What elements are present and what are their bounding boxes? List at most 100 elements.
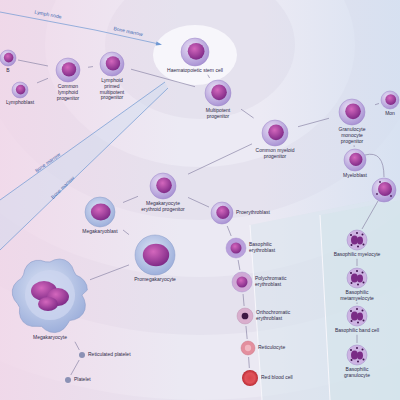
- cell-illustration-part: [363, 282, 365, 284]
- cell-illustration-part: [351, 351, 358, 360]
- cell-nucleus: [378, 182, 392, 196]
- cell-illustration-part: [65, 377, 71, 383]
- lineage-connector: [243, 294, 244, 306]
- cell-illustration: [134, 234, 176, 276]
- cell-label: Basophilic band cell: [333, 328, 381, 334]
- lineage-connector: [248, 357, 250, 368]
- lineage-connector: [123, 230, 129, 235]
- cell-node: Myeloblast: [337, 147, 373, 180]
- cell-illustration: [204, 79, 232, 107]
- cell-node: Common lymphoid progenitor: [48, 56, 88, 102]
- lineage-connector: [375, 103, 379, 104]
- cell-illustration-part: [350, 349, 352, 351]
- lineage-connector: [75, 342, 79, 350]
- cell-illustration: [0, 49, 17, 67]
- cell-label: B: [4, 68, 12, 74]
- cell-node: Platelet: [63, 375, 105, 385]
- cell-label: Granulocyte monocyte progenitor: [330, 127, 374, 144]
- cell-node: B: [0, 48, 18, 75]
- cell-illustration-part: [351, 236, 358, 245]
- cell-illustration: [241, 369, 259, 387]
- zoom-wedge: [0, 82, 168, 250]
- cell-node: Basophilic erythroblast: [224, 236, 290, 260]
- cell-illustration-part: [347, 230, 367, 250]
- cell-node: Reticulocyte: [239, 339, 299, 357]
- cell-illustration-part: [363, 320, 365, 322]
- cell-illustration-part: [351, 282, 353, 284]
- cell-illustration: [346, 229, 368, 251]
- cell-illustration-part: [349, 153, 362, 166]
- lineage-connector: [354, 145, 355, 147]
- cell-label: Promegakaryocyte: [130, 277, 180, 283]
- cell-illustration-part: [262, 120, 288, 146]
- cell-illustration: [78, 351, 86, 359]
- cell-illustration: [84, 196, 116, 228]
- cell-illustration-part: [188, 43, 205, 60]
- cell-illustration-part: [347, 306, 367, 326]
- cell-node: Orthochromatic erythroblast: [235, 306, 301, 326]
- cell-illustration-part: [351, 312, 358, 321]
- cell-illustration-part: [339, 99, 365, 125]
- cell-illustration: [346, 305, 368, 327]
- cell-illustration-part: [150, 173, 176, 199]
- cell-illustration-part: [143, 244, 169, 266]
- cell-illustration-part: [351, 274, 358, 283]
- cell-node: Lymphoblast: [3, 80, 37, 107]
- bone-marrow-line: [0, 88, 168, 250]
- cell-illustration-part: [350, 234, 352, 236]
- cell-illustration-part: [232, 272, 252, 292]
- cell-node: Megakaryocyte erythroid progenitor: [138, 171, 188, 214]
- cell-node: Red blood cell: [240, 368, 302, 388]
- cell-illustration: [210, 201, 234, 225]
- stem-cell-highlight: [153, 25, 237, 85]
- lineage-connector: [227, 226, 231, 236]
- cell-node: Basophilic myelocyte: [332, 228, 382, 259]
- panel-edge: [320, 215, 330, 400]
- lineage-connector: [208, 75, 210, 78]
- cell-illustration: [261, 119, 289, 147]
- cell-illustration: [380, 90, 400, 110]
- cell-illustration: [338, 98, 366, 126]
- cell-illustration-part: [351, 244, 353, 246]
- cell-label: Common lymphoid progenitor: [49, 84, 87, 101]
- cell-illustration-part: [357, 361, 359, 363]
- cell-illustration-part: [356, 270, 358, 272]
- lineage-connector: [88, 66, 93, 68]
- cell-illustration-part: [216, 206, 229, 219]
- cell-illustration: [11, 256, 89, 334]
- lineage-connector: [37, 78, 48, 83]
- cell-illustration-part: [356, 232, 358, 234]
- cell-illustration-part: [363, 359, 365, 361]
- cell-node: Granulocyte monocyte progenitor: [329, 97, 375, 145]
- cell-illustration-part: [205, 80, 231, 106]
- cell-illustration-part: [268, 125, 284, 141]
- cell-illustration-part: [135, 235, 175, 275]
- cell-label: Red blood cell: [261, 375, 301, 381]
- lineage-line: [362, 201, 378, 229]
- cell-illustration-part: [381, 91, 399, 109]
- cell-illustration-part: [241, 341, 255, 355]
- cell-label: Reticulated platelet: [88, 352, 138, 358]
- cell-node: Reticulated platelet: [77, 350, 139, 360]
- cell-illustration-part: [345, 104, 361, 120]
- cell-node: Mon: [379, 89, 400, 118]
- cell-illustration-part: [350, 272, 352, 274]
- cell-illustration-part: [350, 310, 352, 312]
- cell-membrane: [372, 178, 396, 202]
- cell-illustration: [55, 57, 81, 83]
- cell-illustration-part: [25, 270, 75, 320]
- cell-node: Multipotent progenitor: [195, 78, 241, 121]
- cell-illustration-part: [12, 82, 28, 98]
- cell-illustration-part: [237, 308, 253, 324]
- promyelocyte-cell: [372, 178, 396, 202]
- cell-illustration-part: [100, 52, 124, 76]
- cell-illustration-part: [181, 38, 209, 66]
- lineage-connector: [123, 196, 138, 202]
- cell-label: Myeloblast: [338, 173, 372, 179]
- cell-illustration-part: [242, 313, 249, 320]
- cell-illustration-part: [362, 349, 364, 351]
- cell-illustration-part: [226, 238, 246, 258]
- lineage-connector: [188, 197, 209, 207]
- cell-label: Orthochromatic erythroblast: [256, 310, 300, 322]
